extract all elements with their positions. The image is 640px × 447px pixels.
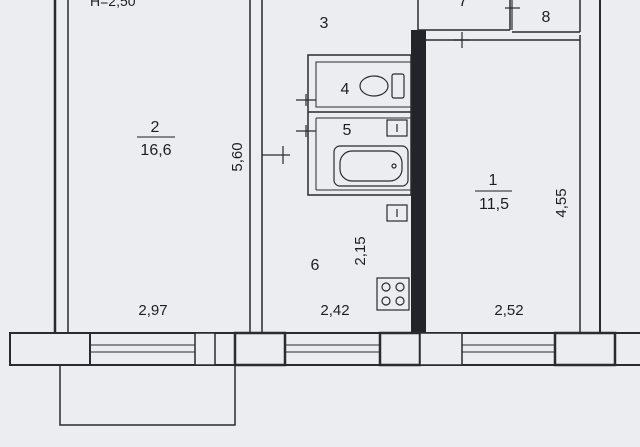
stove-icon <box>376 277 410 311</box>
room-6-length-dimension: 2,15 <box>352 236 369 265</box>
room-2-width-dimension: 2,97 <box>138 302 167 319</box>
room-8-number: 8 <box>542 9 551 26</box>
room-1-length-dimension: 4,55 <box>553 188 570 217</box>
walls <box>10 0 640 426</box>
room-1-area: 11,5 <box>479 196 509 213</box>
room-1-width-dimension: 2,52 <box>494 302 523 319</box>
toilet-icon <box>359 73 405 99</box>
room-3-number: 3 <box>320 15 329 32</box>
room-6-number: 6 <box>311 257 320 274</box>
sink-icon <box>386 119 408 137</box>
room-4-number: 4 <box>341 81 350 98</box>
room-2-length-dimension: 5,60 <box>229 142 246 171</box>
room-7-number: 7 <box>459 0 468 10</box>
room-2-area: 16,6 <box>140 142 171 159</box>
room-6-width-dimension: 2,42 <box>320 302 349 319</box>
room-1-number: 1 <box>489 172 498 189</box>
bathtub-icon <box>333 145 409 187</box>
room-2-number: 2 <box>151 119 160 136</box>
windows <box>9 331 617 367</box>
door-marks <box>262 0 520 164</box>
ceiling-height-label: H=2,50 <box>90 0 136 9</box>
kitchen-sink-icon <box>386 204 408 222</box>
room-5-number: 5 <box>343 122 352 139</box>
